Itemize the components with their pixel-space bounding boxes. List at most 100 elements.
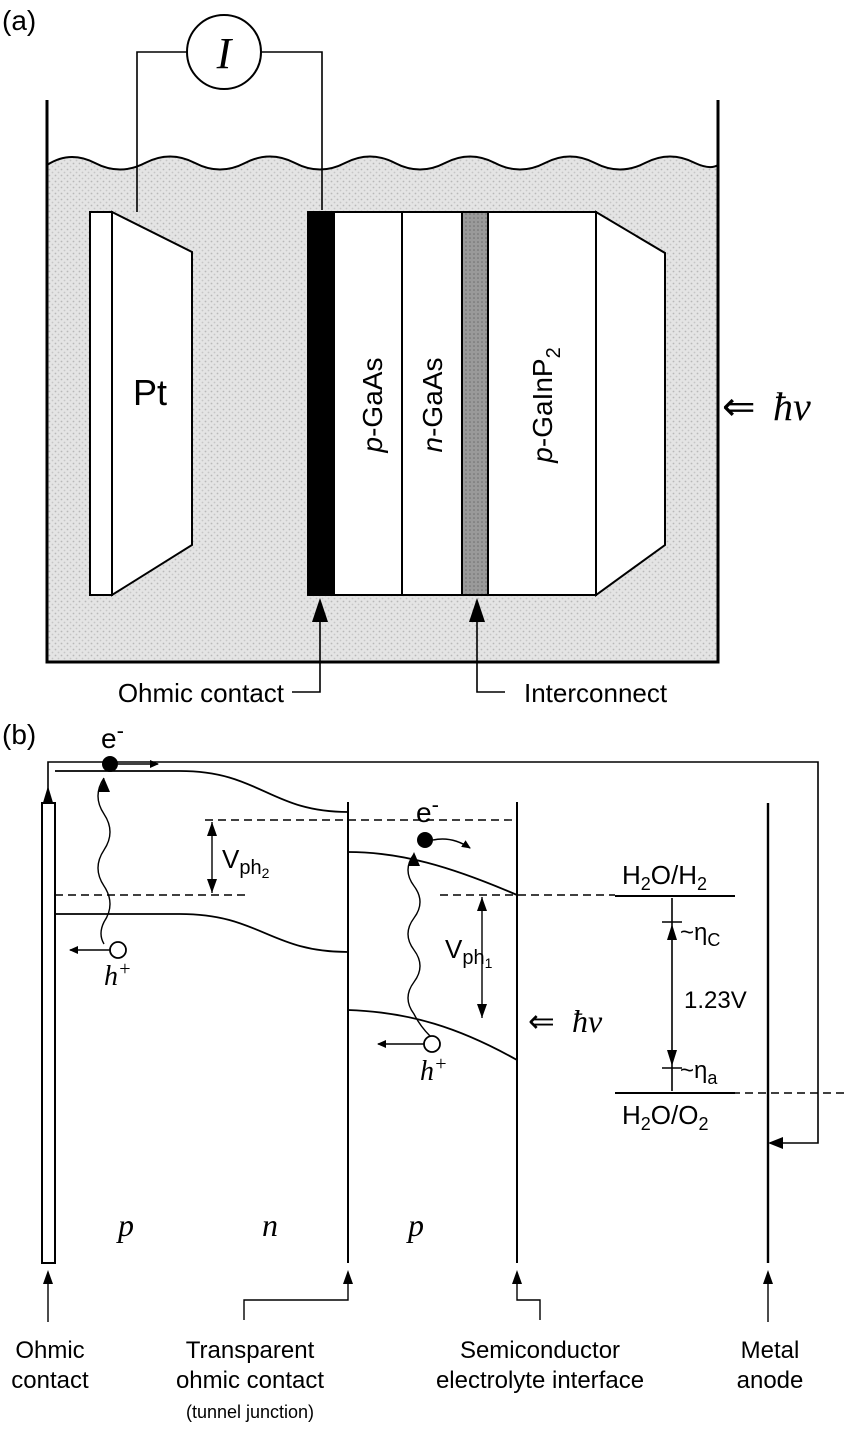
light-label-a: ħν [773, 384, 811, 429]
photon-wave-left [97, 777, 111, 945]
ohmic-contact-layer [307, 211, 335, 596]
h2o-o2-b-sub: 2 [698, 1114, 708, 1134]
eta-c-sub: C [707, 930, 720, 950]
pointer-anode-head [763, 1270, 773, 1284]
hole-left-label: h+ [104, 958, 132, 992]
transparent-label-line1: Transparent [186, 1337, 315, 1364]
ohmic-contact-callout-line [292, 610, 321, 693]
layer-p-gaas-name: -GaAs [357, 358, 388, 437]
voltage-label: 1.23V [684, 987, 747, 1014]
interconnect-callout-line [476, 610, 505, 693]
electron-right-e: e [416, 797, 432, 828]
h2o-h2-b-sub: 2 [697, 874, 707, 894]
valence-band-right [347, 1009, 518, 1061]
ammeter-circle [186, 14, 262, 90]
region-n: n [262, 1207, 278, 1243]
pointer-interface-head [512, 1270, 522, 1284]
hole-left [109, 941, 127, 959]
layer-n-gaas [401, 211, 463, 596]
eta-a-sub: a [707, 1068, 718, 1088]
interconnect-layer [461, 211, 489, 596]
ohmic-contact-callout: Ohmic contact [118, 678, 285, 708]
conduction-band-left [55, 770, 349, 813]
hole-right-label: h+ [420, 1053, 448, 1087]
voltage-arrow-bottom [667, 1050, 677, 1066]
panel-b-label: (b) [2, 719, 36, 750]
electron-right-charge: - [432, 792, 439, 817]
hole-left-charge: + [118, 958, 132, 980]
eta-a-prefix: ~η [680, 1057, 707, 1084]
layer-p-gainp2-label: p-GaInP2 [527, 347, 565, 463]
pointer-interface [516, 1278, 541, 1320]
circuit-arrow-left [768, 1137, 783, 1149]
h2o-o2-b: O/O [651, 1100, 699, 1130]
voltage-arrow-top [667, 924, 677, 940]
layer-p-gaas-prefix: p [357, 437, 388, 454]
layer-p-gainp2 [487, 211, 597, 596]
h2o-h2-b: O/H [651, 860, 697, 890]
hole-right-h: h [420, 1056, 434, 1087]
vph1-arrow-head-bottom [477, 1004, 487, 1018]
photon-wave-right-arrowhead [408, 852, 420, 866]
layer-p-gaas [333, 211, 403, 596]
electron-right [417, 832, 433, 848]
vph2-sub: ph [239, 857, 261, 879]
pt-label: Pt [133, 372, 167, 413]
layer-p-gainp2-prefix: p [527, 447, 558, 464]
cell-window [595, 210, 666, 597]
hole-left-h: h [104, 961, 118, 992]
panel-b: (b) Vph2 Vph1 [2, 718, 845, 1422]
vph2-arrow-head-top [207, 822, 217, 836]
electron-left [102, 756, 118, 772]
photon-wave-right [407, 853, 431, 1037]
electrolyte-surface [46, 155, 719, 171]
interface-label-line1: Semiconductor [460, 1337, 620, 1364]
h2o-o2-label: H2O/O2 [622, 1100, 708, 1134]
layer-p-gainp2-name: -GaInP [527, 358, 558, 447]
interconnect-callout: Interconnect [524, 678, 668, 708]
pt-electrode-edge [89, 211, 113, 596]
layer-n-gaas-label: n-GaAs [417, 358, 448, 453]
ohmic-contact-electrode [41, 802, 56, 1264]
vph2-arrow-head-bottom [207, 879, 217, 893]
vph2-subsub: 2 [262, 865, 270, 881]
region-p-right: p [406, 1207, 424, 1243]
circuit-wire [136, 51, 323, 212]
pointer-transparent [243, 1278, 349, 1320]
interconnect-callout-arrow [469, 598, 485, 622]
panel-a-label: (a) [2, 5, 36, 36]
vph2-label: Vph2 [222, 844, 270, 881]
layer-p-gaas-label: p-GaAs [357, 358, 388, 454]
transparent-label-line2: ohmic contact [176, 1367, 324, 1394]
electron-right-arrow [432, 838, 471, 849]
vph1-base: V [445, 934, 463, 964]
vph1-sub: ph [462, 947, 484, 969]
light-arrow-a: ⇐ [722, 385, 756, 429]
layer-p-gainp2-sub: 2 [543, 347, 565, 358]
ohmic-contact-callout-arrow [312, 598, 328, 622]
h2o-h2-label: H2O/H2 [622, 860, 707, 894]
eta-a-label: ~ηa [680, 1057, 718, 1088]
light-label-b: ħν [572, 1003, 603, 1039]
layer-n-gaas-prefix: n [417, 437, 448, 453]
ammeter-symbol: I [216, 29, 234, 78]
electron-left-charge: - [117, 718, 124, 743]
region-p-left: p [116, 1207, 134, 1243]
h2o-o2-a-sub: 2 [641, 1114, 651, 1134]
pt-electrode [111, 210, 193, 597]
pointer-ohmic-head [43, 1270, 53, 1284]
ohmic-label-line1: Ohmic [15, 1337, 84, 1364]
h2o-h2-a-sub: 2 [641, 874, 651, 894]
transparent-label-line3: (tunnel junction) [186, 1402, 314, 1422]
valence-band-left [55, 913, 349, 953]
vph2-base: V [222, 844, 240, 874]
interface-label-line2: electrolyte interface [436, 1367, 644, 1394]
circuit-arrow-up [42, 786, 54, 806]
hole-right-charge: + [434, 1053, 448, 1075]
anode-label-line1: Metal [741, 1337, 800, 1364]
electrolysis-container [45, 100, 720, 664]
light-arrow-b: ⇐ [528, 1003, 555, 1039]
electron-left-label: e- [101, 718, 124, 754]
conduction-band-right [347, 851, 518, 896]
